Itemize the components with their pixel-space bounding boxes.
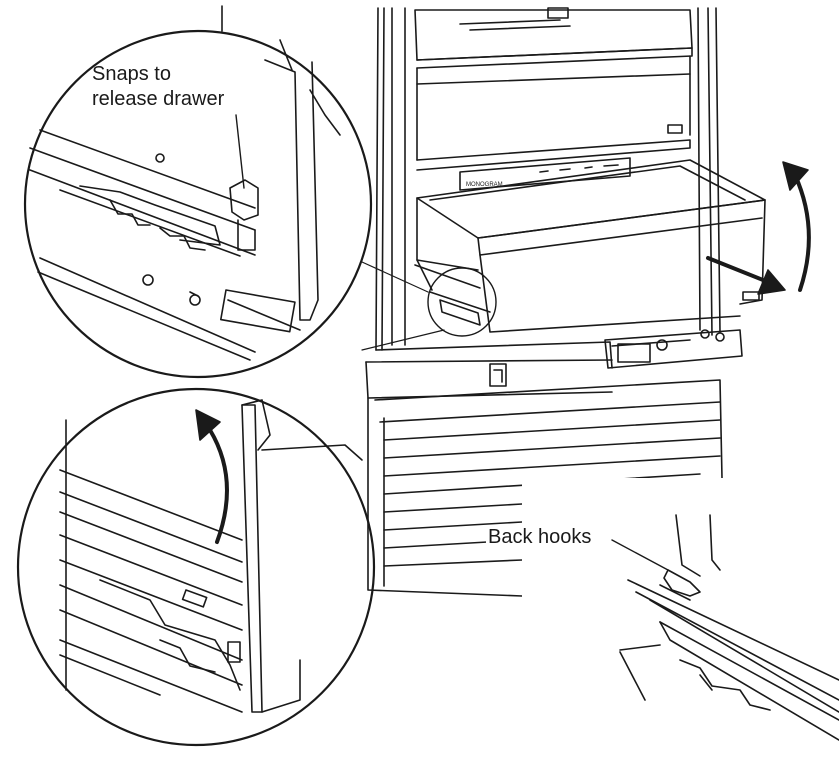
drawer-lift-arrow bbox=[782, 161, 811, 292]
snaps-release-callout: Snaps to release drawer bbox=[92, 62, 224, 112]
drawer-removal-detail-circle bbox=[16, 387, 376, 747]
back-hooks-callout: Back hooks bbox=[486, 525, 594, 550]
snap-highlight-circle bbox=[427, 267, 497, 337]
snaps-callout-line2: release drawer bbox=[92, 88, 225, 110]
back-hooks-detail-inset bbox=[522, 478, 839, 757]
snaps-callout-line1: Snaps to bbox=[92, 63, 171, 85]
lower-cabinet bbox=[365, 329, 743, 597]
drawer-pull-arrow bbox=[706, 256, 786, 295]
drawer-tilt-arrow bbox=[195, 409, 229, 544]
snap-release-detail-circle bbox=[23, 5, 373, 379]
pulled-out-drawer bbox=[414, 159, 766, 333]
svg-text:MONOGRAM: MONOGRAM bbox=[466, 182, 503, 188]
